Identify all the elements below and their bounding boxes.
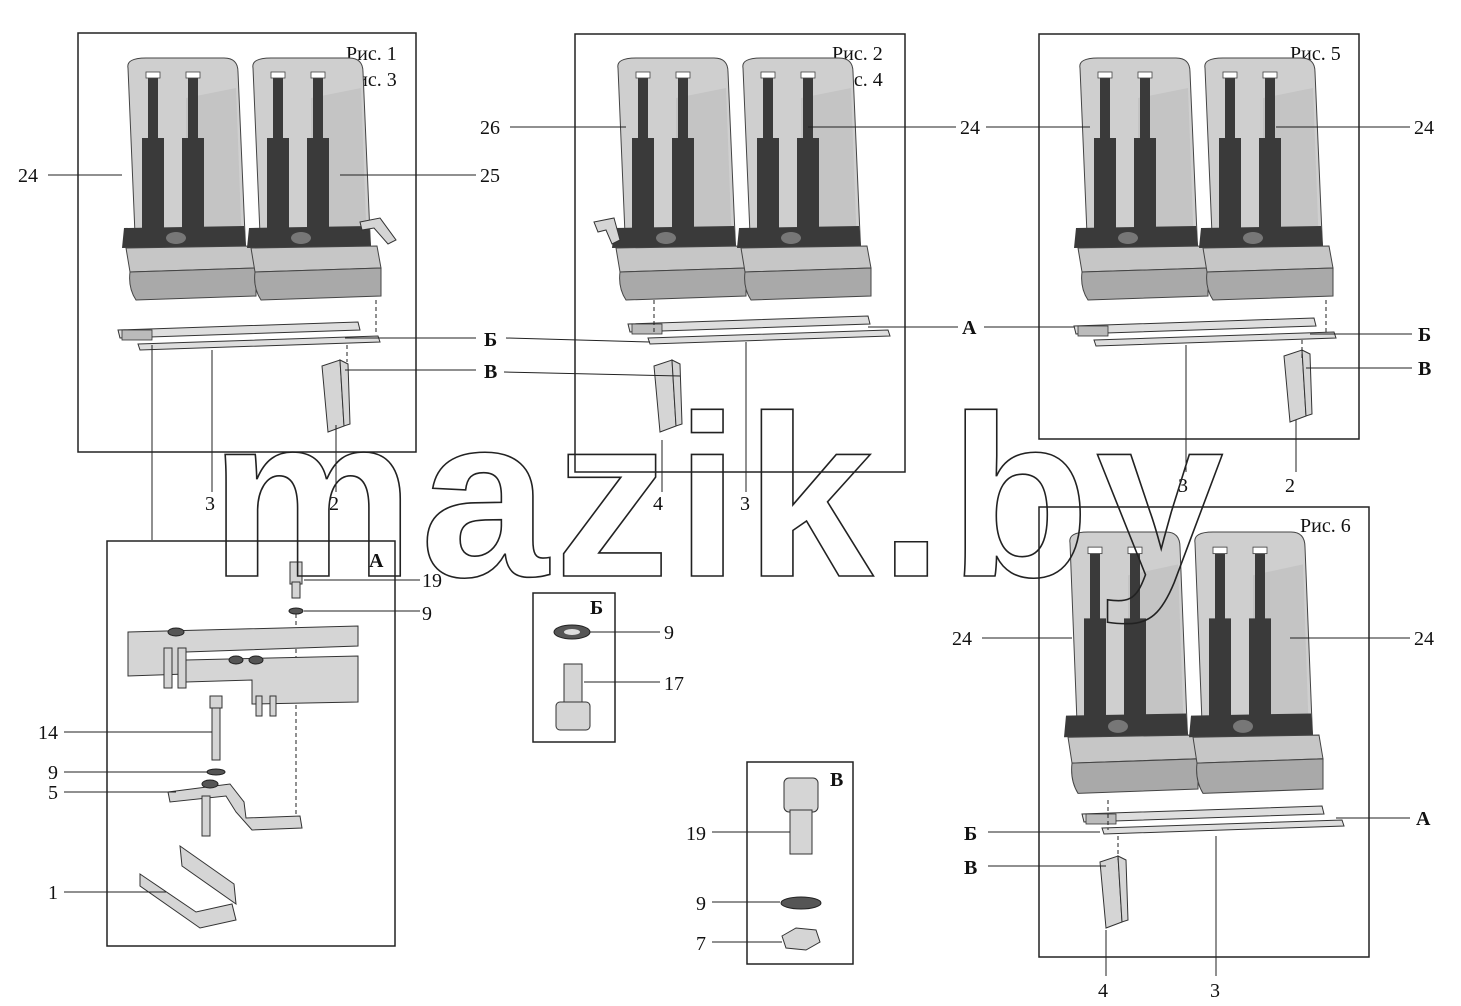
detailB-label-bolt: 17 <box>664 673 684 695</box>
fig13-label-B: Б <box>484 329 497 351</box>
fig13-label-V: В <box>484 361 497 383</box>
detailV-label-washer: 9 <box>696 893 706 915</box>
detailA-label-bolt-top: 19 <box>422 570 442 592</box>
detailA-title: А <box>369 550 384 572</box>
detailV-label-nut: 7 <box>696 933 706 955</box>
fig24-label-bracket: 4 <box>653 493 663 515</box>
detailA-label-channel: 1 <box>48 882 58 904</box>
figure-6: Рис. 6 24 24 А Б В 4 3 <box>952 506 1434 1002</box>
figure-1-3: Рис. 1 Рис. 3 24 25 3 2 <box>18 32 500 540</box>
fig13-label-rail: 3 <box>205 493 215 515</box>
detailA-label-washer: 9 <box>48 762 58 784</box>
detail-V: В 19 9 7 <box>686 761 854 965</box>
fig13-title-line1: Рис. 1 <box>346 43 397 65</box>
fig6-label-V: В <box>964 857 977 879</box>
fig6-label-left-seat: 24 <box>952 628 972 650</box>
fig6-label-B: Б <box>964 823 977 845</box>
detailA-label-bolt: 14 <box>38 722 58 744</box>
fig24-label-right-seat: 24 <box>960 117 980 139</box>
detail-A: А 19 9 14 9 5 <box>38 540 442 947</box>
fig6-label-right-seat: 24 <box>1414 628 1434 650</box>
figure-2-4: Рис. 2 Рис. 4 26 24 4 3 Б В А <box>480 33 1080 515</box>
detail-B: Б 9 17 <box>532 592 684 743</box>
fig5-label-V: В <box>1418 358 1431 380</box>
detailV-label-bolt: 19 <box>686 823 706 845</box>
fig13-label-left-seat: 24 <box>18 165 38 187</box>
fig13-label-A: А <box>962 317 977 339</box>
detailV-title: В <box>830 769 843 791</box>
fig5-label-bracket: 2 <box>1285 475 1295 497</box>
fig6-title: Рис. 6 <box>1300 515 1351 537</box>
figure-5: Рис. 5 24 24 Б В 3 2 <box>986 33 1434 497</box>
fig6-label-bracket: 4 <box>1098 980 1108 1002</box>
fig13-label-bracket: 2 <box>329 493 339 515</box>
watermark-text: mazik.by <box>210 368 1230 625</box>
fig6-label-rail: 3 <box>1210 980 1220 1002</box>
detailB-title: Б <box>590 597 603 619</box>
fig6-label-A: А <box>1416 808 1431 830</box>
fig24-label-left-seat: 26 <box>480 117 500 139</box>
fig5-label-rail: 3 <box>1178 475 1188 497</box>
fig5-label-B: Б <box>1418 324 1431 346</box>
detailA-label-washer-top: 9 <box>422 603 432 625</box>
fig5-label-left-seat: 24 <box>1414 117 1434 139</box>
detailA-label-plate: 5 <box>48 782 58 804</box>
fig13-label-right-seat: 25 <box>480 165 500 187</box>
detailB-label-washer: 9 <box>664 622 674 644</box>
fig24-label-rail: 3 <box>740 493 750 515</box>
